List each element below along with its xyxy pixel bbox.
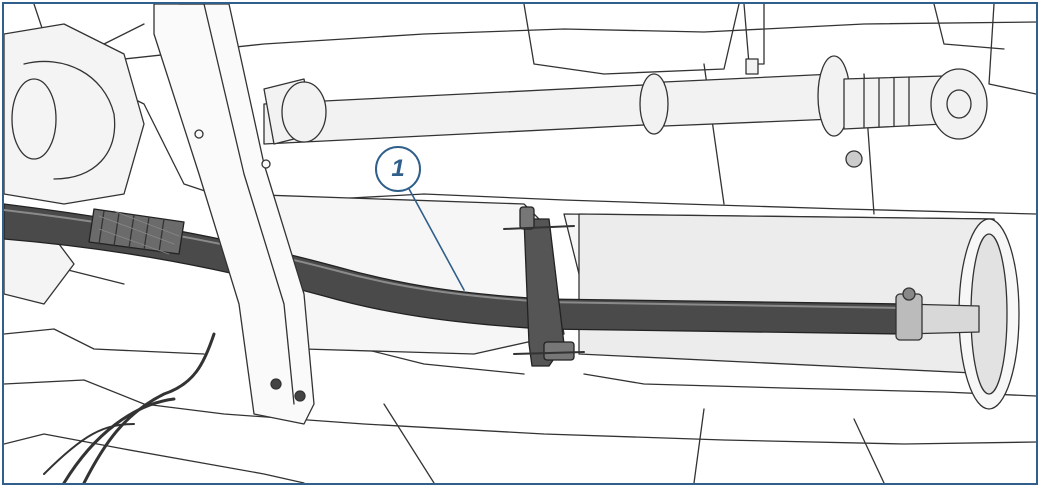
callout-1: 1: [375, 146, 421, 192]
exhaust-system-illustration: [4, 4, 1036, 483]
exhaust-hanger: [503, 206, 585, 367]
axle-beam: [153, 4, 315, 425]
rear-differential: [4, 23, 145, 305]
propeller-shaft: [263, 4, 988, 168]
exhaust-pipe: [4, 203, 980, 341]
callout-leader-line: [407, 186, 465, 291]
wiring: [43, 332, 216, 483]
callout-1-label: 1: [391, 155, 405, 182]
